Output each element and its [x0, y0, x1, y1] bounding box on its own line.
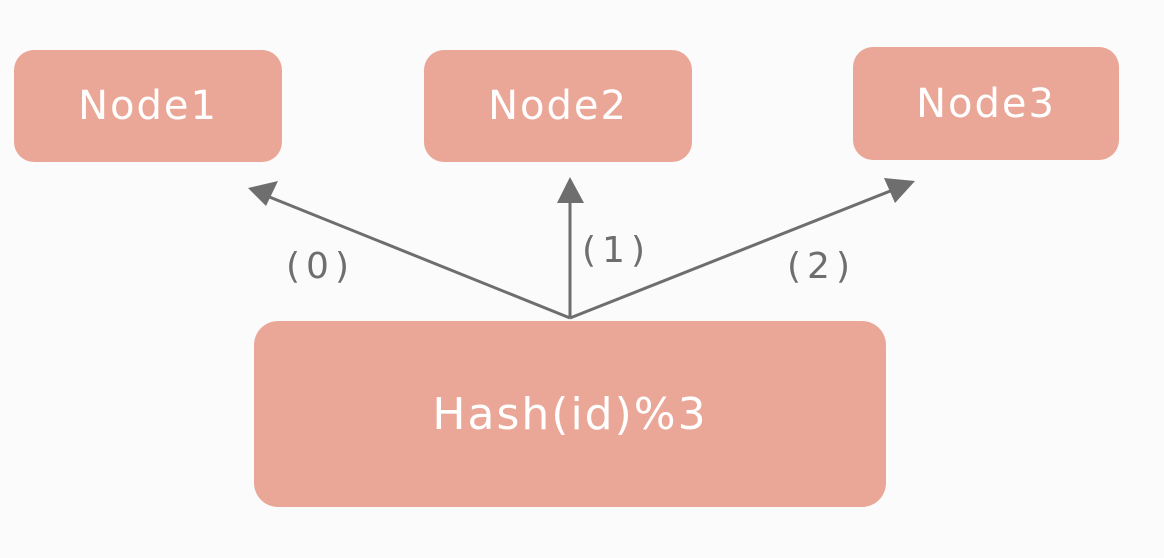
node1-box: Node1	[14, 50, 282, 162]
node1-label: Node1	[78, 83, 218, 129]
edge-label-0: (0)	[286, 246, 355, 287]
hash-function-box: Hash(id)%3	[254, 321, 886, 507]
arrow-to-node2	[557, 177, 584, 318]
edge-label-1: (1)	[582, 230, 651, 271]
node2-box: Node2	[424, 50, 692, 162]
node3-label: Node3	[916, 80, 1056, 127]
arrow-to-node1	[248, 181, 571, 320]
edge-label-2: (2)	[787, 246, 856, 287]
node3-box: Node3	[853, 47, 1119, 160]
arrow-to-node3	[569, 178, 915, 320]
node2-label: Node2	[488, 83, 628, 129]
arrowhead-icon	[557, 177, 584, 203]
arrowhead-icon	[248, 181, 278, 206]
arrowhead-icon	[884, 178, 915, 203]
hash-function-label: Hash(id)%3	[432, 388, 708, 440]
